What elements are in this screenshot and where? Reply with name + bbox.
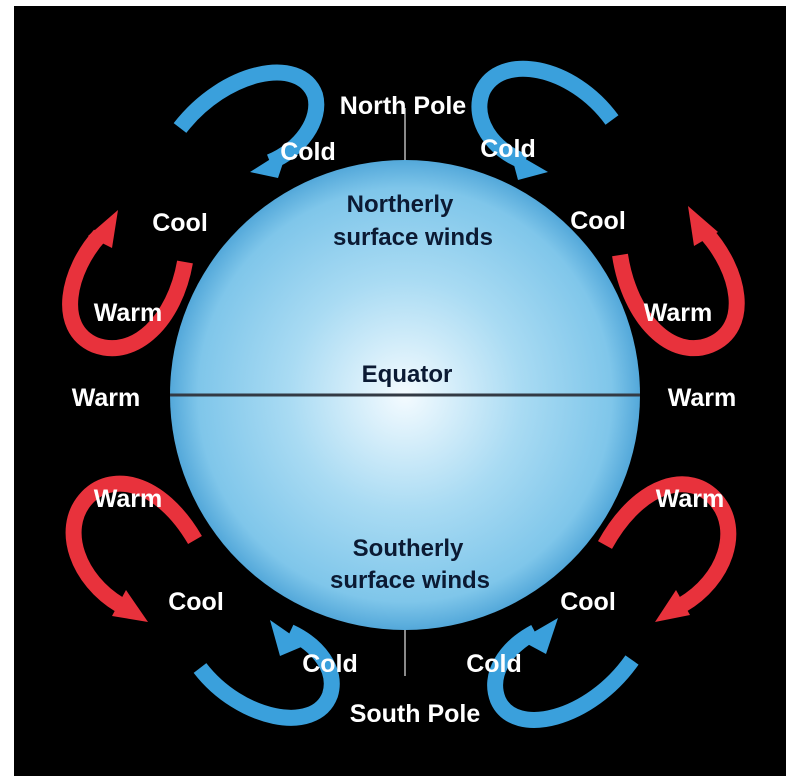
warm-label-south-west: Warm [94, 485, 163, 513]
cold-label-north-west: Cold [280, 138, 336, 166]
warm-label-south-east: Warm [656, 485, 725, 513]
northerly-winds-label-line1: Northerly [347, 191, 454, 218]
warm-label-north-west: Warm [94, 299, 163, 327]
cool-label-south-east: Cool [560, 588, 616, 616]
northerly-winds-label-line2: surface winds [333, 224, 493, 251]
warm-arrow-south-east [598, 476, 737, 622]
cool-label-south-west: Cool [168, 588, 224, 616]
north-pole-label: North Pole [340, 92, 466, 120]
warm-arrow-south-west [65, 475, 202, 622]
warm-arrow-north-east [612, 206, 745, 357]
equator-label: Equator [362, 361, 453, 388]
cold-arrow-south-east [487, 618, 639, 728]
warm-label-north-east: Warm [644, 299, 713, 327]
cold-label-south-west: Cold [302, 650, 358, 678]
cold-arrow-north-west [173, 64, 325, 178]
warm-arrow-north-west [62, 210, 193, 357]
south-pole-label: South Pole [350, 700, 481, 728]
cold-label-south-east: Cold [466, 650, 522, 678]
cool-label-north-east: Cool [570, 207, 626, 235]
southerly-winds-label-line2: surface winds [330, 567, 490, 594]
warm-label-east: Warm [668, 384, 737, 412]
cool-label-north-west: Cool [152, 209, 208, 237]
cold-arrow-north-east [471, 60, 619, 180]
cold-label-north-east: Cold [480, 135, 536, 163]
cold-arrow-south-west [193, 620, 340, 726]
southerly-winds-label-line1: Southerly [353, 535, 464, 562]
warm-label-west: Warm [72, 384, 141, 412]
